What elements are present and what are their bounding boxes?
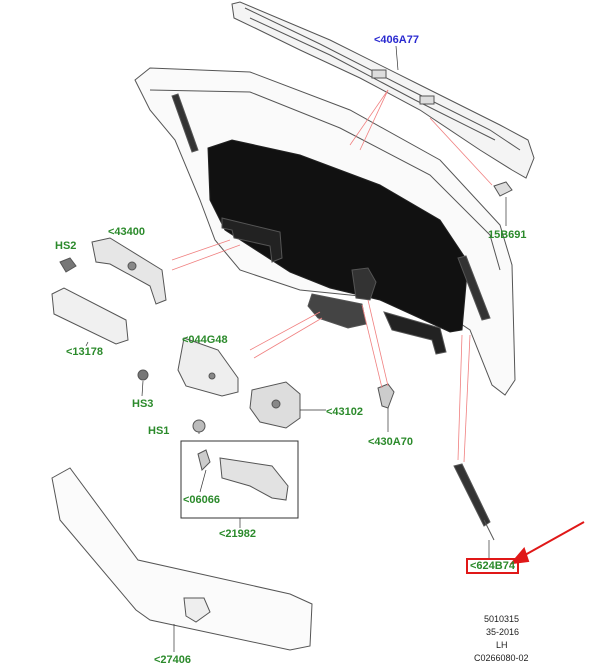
panel-handle-bracket <box>221 217 283 263</box>
strip-clip-2 <box>419 95 435 105</box>
part-06066 <box>197 449 211 471</box>
gas-strut-624B74 <box>453 463 491 527</box>
strip-clip-1 <box>371 69 387 79</box>
upper-gas-strut <box>171 93 199 153</box>
diagram-side: LH <box>496 640 508 650</box>
callout-15B691[interactable]: 15B691 <box>488 229 527 241</box>
panel-gas-strut <box>457 255 491 321</box>
callout-13178[interactable]: <13178 <box>66 346 104 358</box>
callout-044G48[interactable]: <044G48 <box>182 334 228 346</box>
panel-lower-bracket <box>383 311 447 355</box>
callout-HS1[interactable]: HS1 <box>148 425 170 437</box>
screw-HS3 <box>137 369 149 381</box>
part-430A70 <box>377 383 395 409</box>
callout-624B74-highlighted[interactable]: <624B74 <box>466 558 519 574</box>
callout-43102[interactable]: <43102 <box>326 406 364 418</box>
callout-430A70[interactable]: <430A70 <box>368 436 413 448</box>
center-latch-module <box>307 293 367 329</box>
group-box-21982 <box>180 440 299 519</box>
callout-27406[interactable]: <27406 <box>154 654 192 666</box>
diagram-ref-number: 5010315 <box>484 614 520 624</box>
upper-trim-strip <box>231 1 535 179</box>
handle-43400 <box>91 237 167 305</box>
highlight-arrow <box>509 521 585 565</box>
clip-15B691 <box>493 181 513 197</box>
trim-panel-27406 <box>51 467 313 651</box>
bracket-21982 <box>219 457 289 501</box>
callout-06066[interactable]: <06066 <box>183 494 221 506</box>
washer-HS1 <box>192 419 206 433</box>
callout-HS2[interactable]: HS2 <box>55 240 77 252</box>
diagram-code: C0266080-02 <box>474 653 529 663</box>
callout-21982[interactable]: <21982 <box>219 528 257 540</box>
diagram-date-code: 35-2016 <box>486 627 520 637</box>
bolt-HS2 <box>59 257 77 273</box>
callout-406A77[interactable]: <406A77 <box>374 34 419 46</box>
plate-13178 <box>51 287 129 345</box>
bracket-044G48 <box>177 337 239 397</box>
callout-43400[interactable]: <43400 <box>108 226 146 238</box>
callout-HS3[interactable]: HS3 <box>132 398 154 410</box>
